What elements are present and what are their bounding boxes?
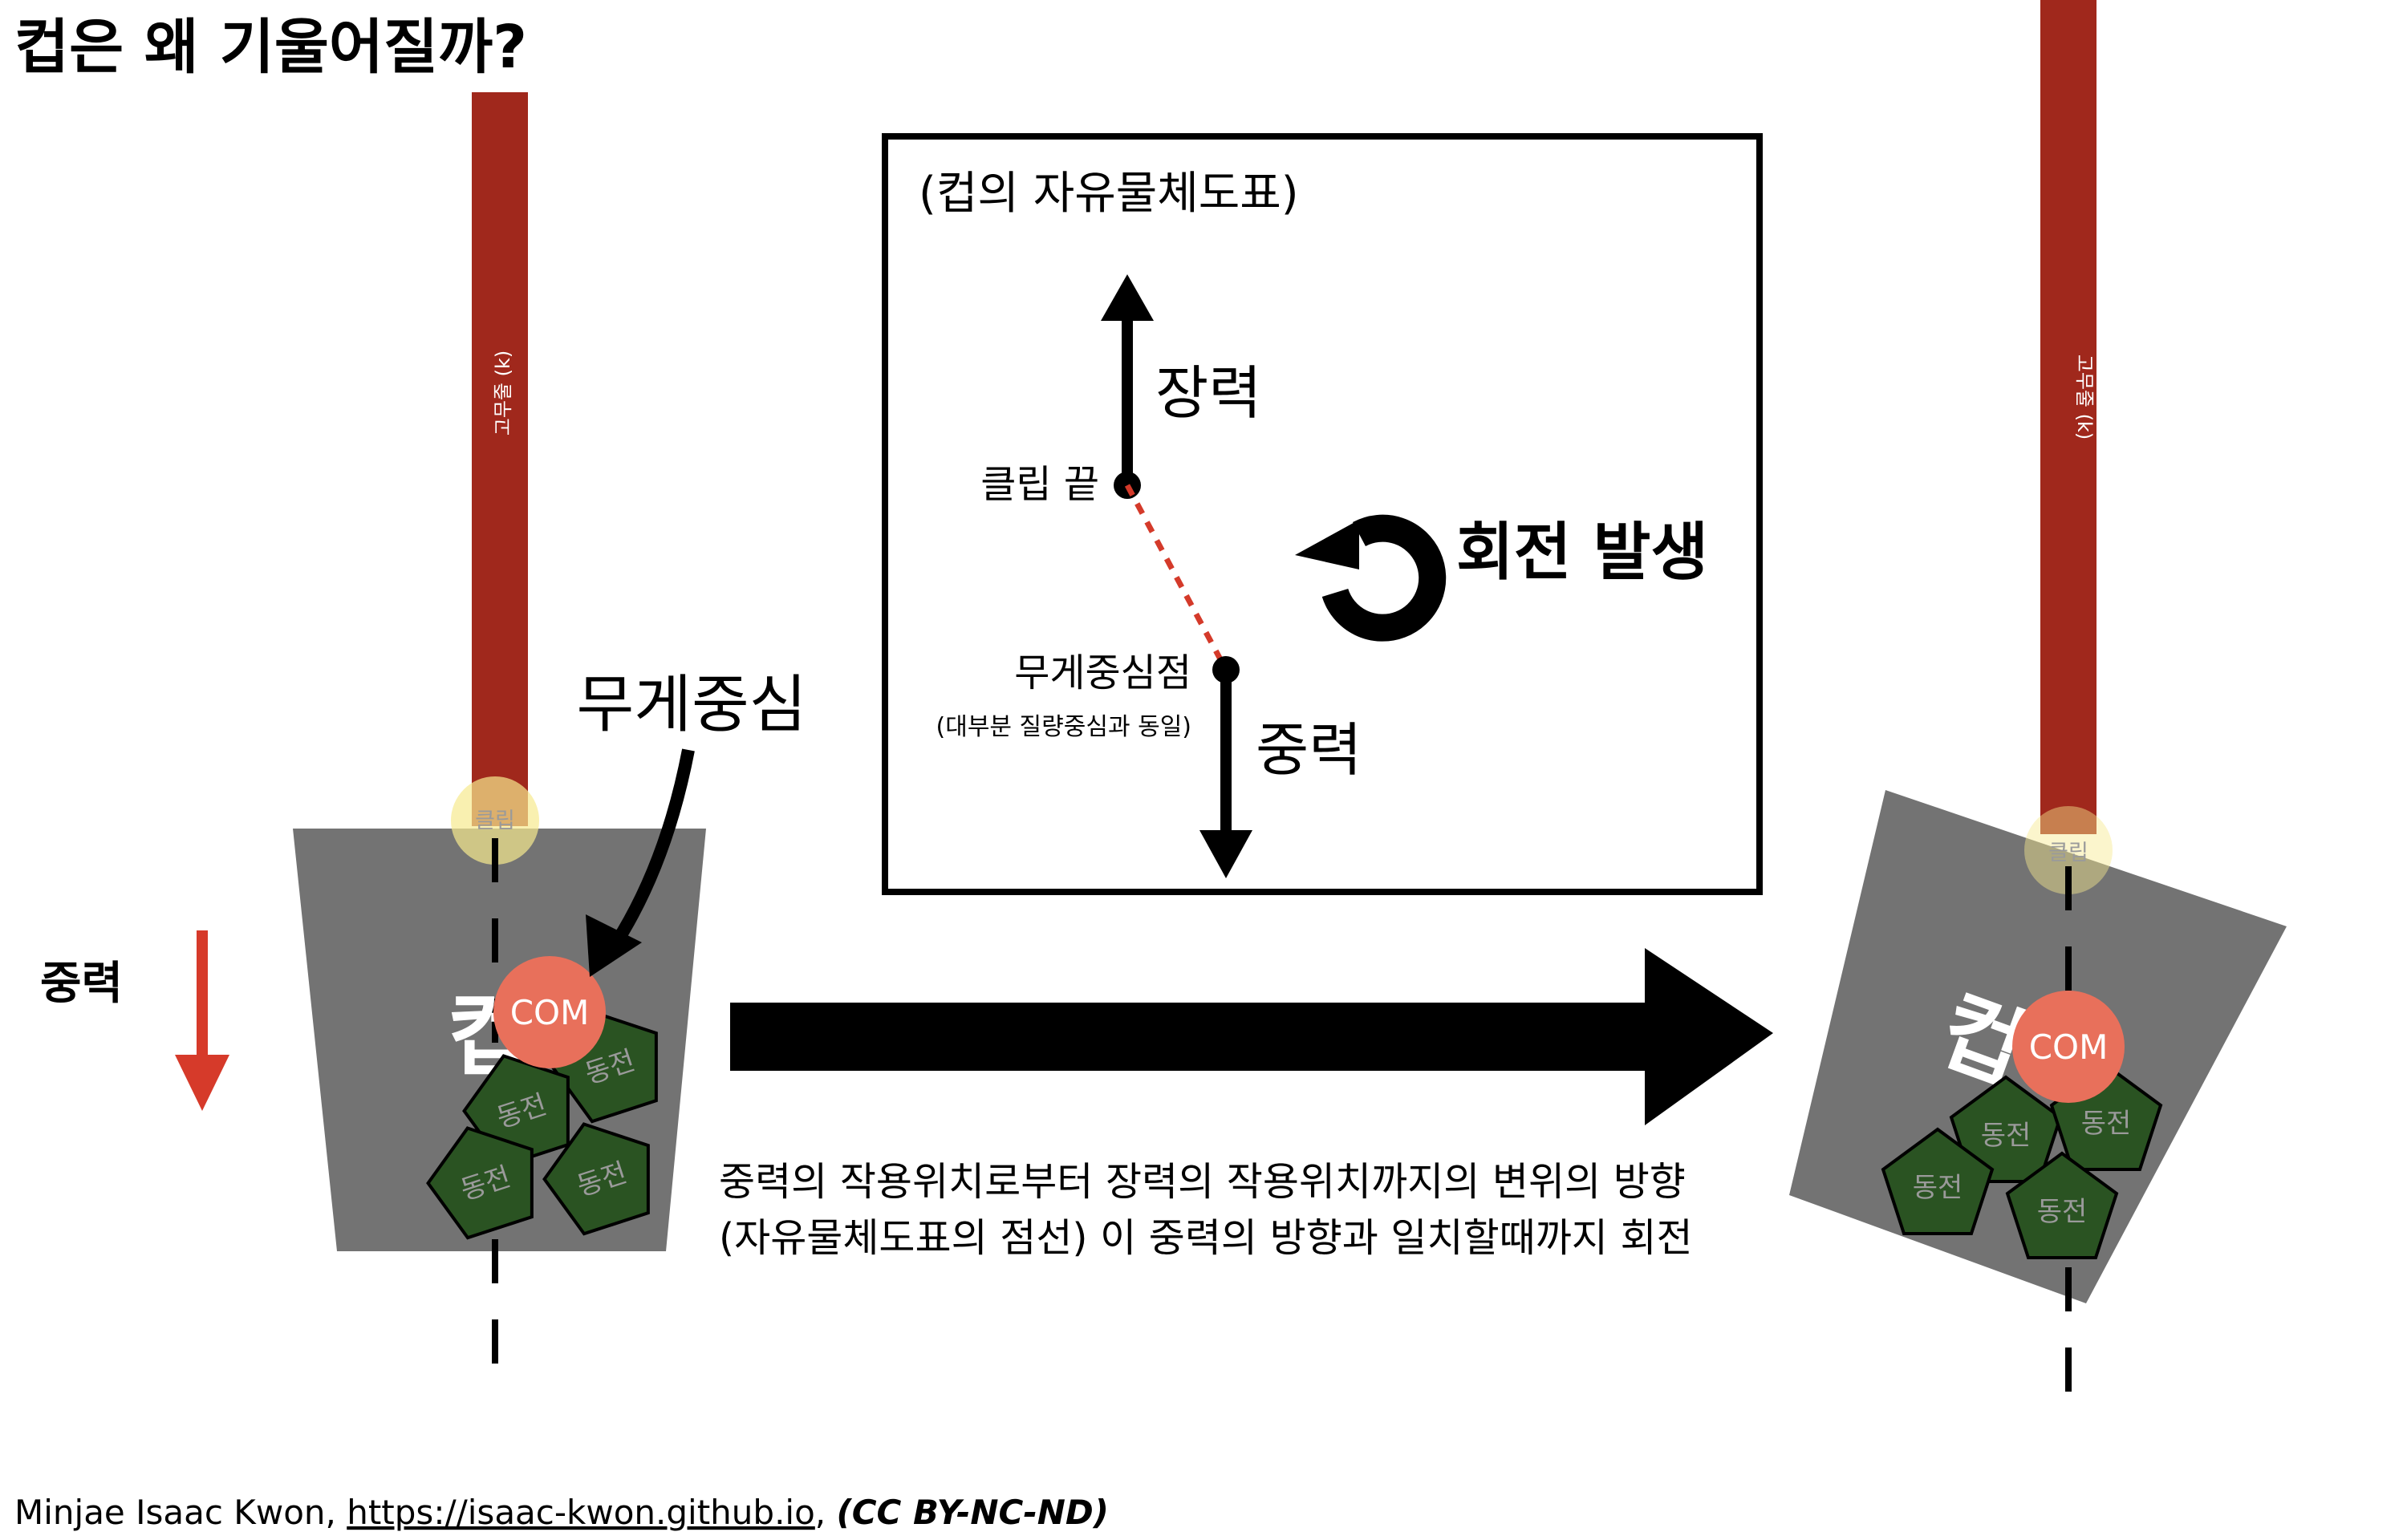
svg-text:동전: 동전	[2037, 1196, 2088, 1228]
coin: 동전	[1949, 1075, 2063, 1183]
svg-text:동전: 동전	[2081, 1108, 2132, 1140]
gravity-label: 중력	[40, 958, 123, 1010]
coin: 동전	[542, 1122, 650, 1236]
credit-line: Minjae Isaac Kwon, https://isaac-kwon.gi…	[14, 1493, 1109, 1532]
clip-marker	[2024, 806, 2113, 894]
credit-license: (CC BY-NC-ND)	[837, 1493, 1109, 1532]
rubber-band-label: 고무줄 (k)	[492, 351, 514, 436]
clip-end-label: 클립 끝	[980, 462, 1099, 507]
free-body-diagram: (컵의 자유물체도표) 장력 클립 끝 무게중심점 (대부분 질량중심과 동일)…	[882, 133, 1763, 895]
coin: 동전	[2005, 1151, 2119, 1259]
rubber-band-label: 고무줄 (k)	[2073, 355, 2096, 440]
clip-label: 클립	[475, 808, 515, 833]
center-of-mass-pointer-arrow	[608, 748, 695, 950]
transition-arrow	[730, 948, 1773, 1125]
explanation-line-1: 중력의 작용위치로부터 장력의 작용위치까지의 변위의 방향	[719, 1159, 1686, 1205]
page-title: 컵은 왜 기울어질까?	[14, 13, 527, 82]
com-marker	[493, 956, 606, 1068]
coin: 동전	[1881, 1127, 1995, 1235]
tension-arrowhead	[1101, 274, 1154, 321]
displacement-dotted-line	[1124, 484, 1229, 671]
gravity-arrowhead	[175, 1055, 229, 1111]
credit-separator: ,	[815, 1493, 837, 1532]
clip-marker	[451, 776, 539, 865]
com-label: COM	[510, 993, 590, 1032]
explanation-line-2: (자유물체도표의 점선) 이 중력의 방향과 일치할때까지 회전	[719, 1215, 1693, 1261]
rotation-arrowhead	[1295, 520, 1359, 569]
svg-text:동전: 동전	[1913, 1172, 1963, 1204]
fbd-gravity-label: 중력	[1256, 716, 1362, 784]
tension-label: 장력	[1155, 359, 1261, 427]
center-of-mass-pointer-arrowhead	[586, 914, 642, 977]
rubber-band	[2040, 0, 2096, 834]
com-label: COM	[2029, 1027, 2109, 1067]
rotation-label: 회전 발생	[1456, 517, 1708, 589]
clip-label: 클립	[2048, 841, 2088, 865]
right-cup-assembly: 고무줄 (k) 클립 컵 동전 동전 동전 동전 COM	[1789, 0, 2287, 1412]
svg-text:동전: 동전	[1981, 1120, 2032, 1152]
com-marker	[2012, 991, 2125, 1103]
rubber-band	[472, 92, 528, 826]
fbd-gravity-arrowhead	[1199, 830, 1252, 878]
com-point-label: 무게중심점	[1014, 650, 1191, 695]
fbd-frame	[882, 133, 1763, 895]
com-point-note: (대부분 질량중심과 동일)	[936, 713, 1191, 741]
fbd-title: (컵의 자유물체도표)	[919, 168, 1299, 220]
credit-author: Minjae Isaac Kwon,	[14, 1493, 347, 1532]
credit-url-link[interactable]: https://isaac-kwon.github.io	[347, 1493, 815, 1532]
rotation-arrow	[1321, 514, 1447, 642]
center-of-mass-label: 무게중심	[576, 669, 806, 741]
left-cup-assembly: 고무줄 (k) 클립 컵 동전 동전 동전 동전 COM 무	[293, 92, 807, 1400]
coin: 동전	[426, 1126, 534, 1240]
